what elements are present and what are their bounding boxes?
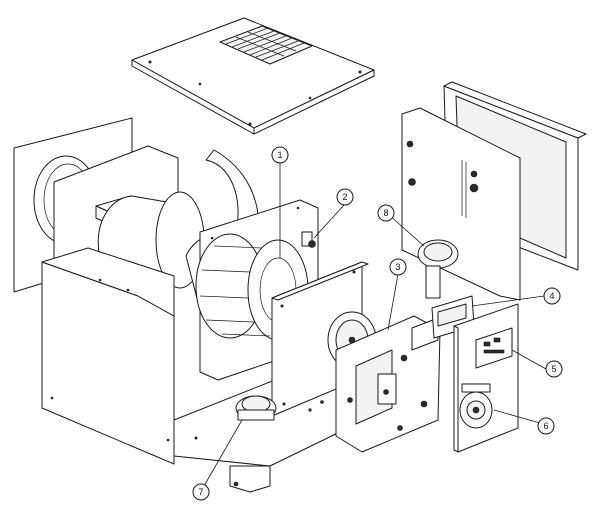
fan-wheel [195,233,309,341]
circular-gauge [417,239,459,299]
sensor-fitting [301,231,316,248]
svg-text:2: 2 [342,192,347,202]
display-bracket [411,317,439,351]
callout-6: 6 [537,417,555,435]
callout-leaders [203,162,547,487]
callout-5: 5 [545,360,563,378]
gas-valve [459,383,493,429]
callout-3: 3 [389,258,407,276]
control-board [475,327,513,369]
svg-text:6: 6 [543,421,548,431]
burner-plate [335,315,441,453]
callout-2: 2 [336,188,354,206]
vent-grille [219,25,313,65]
front-cover-panel [41,247,175,465]
callout-4: 4 [543,287,561,305]
svg-text:8: 8 [383,208,388,218]
control-panel [453,303,519,453]
svg-text:1: 1 [277,150,282,160]
callout-7: 7 [192,483,210,501]
callout-1: 1 [271,146,289,164]
svg-text:5: 5 [551,364,556,374]
svg-text:3: 3 [395,262,400,272]
svg-text:7: 7 [198,487,203,497]
pressure-switch [235,395,277,421]
callout-8: 8 [377,204,395,222]
svg-text:4: 4 [549,291,554,301]
top-cover-panel [131,17,375,135]
